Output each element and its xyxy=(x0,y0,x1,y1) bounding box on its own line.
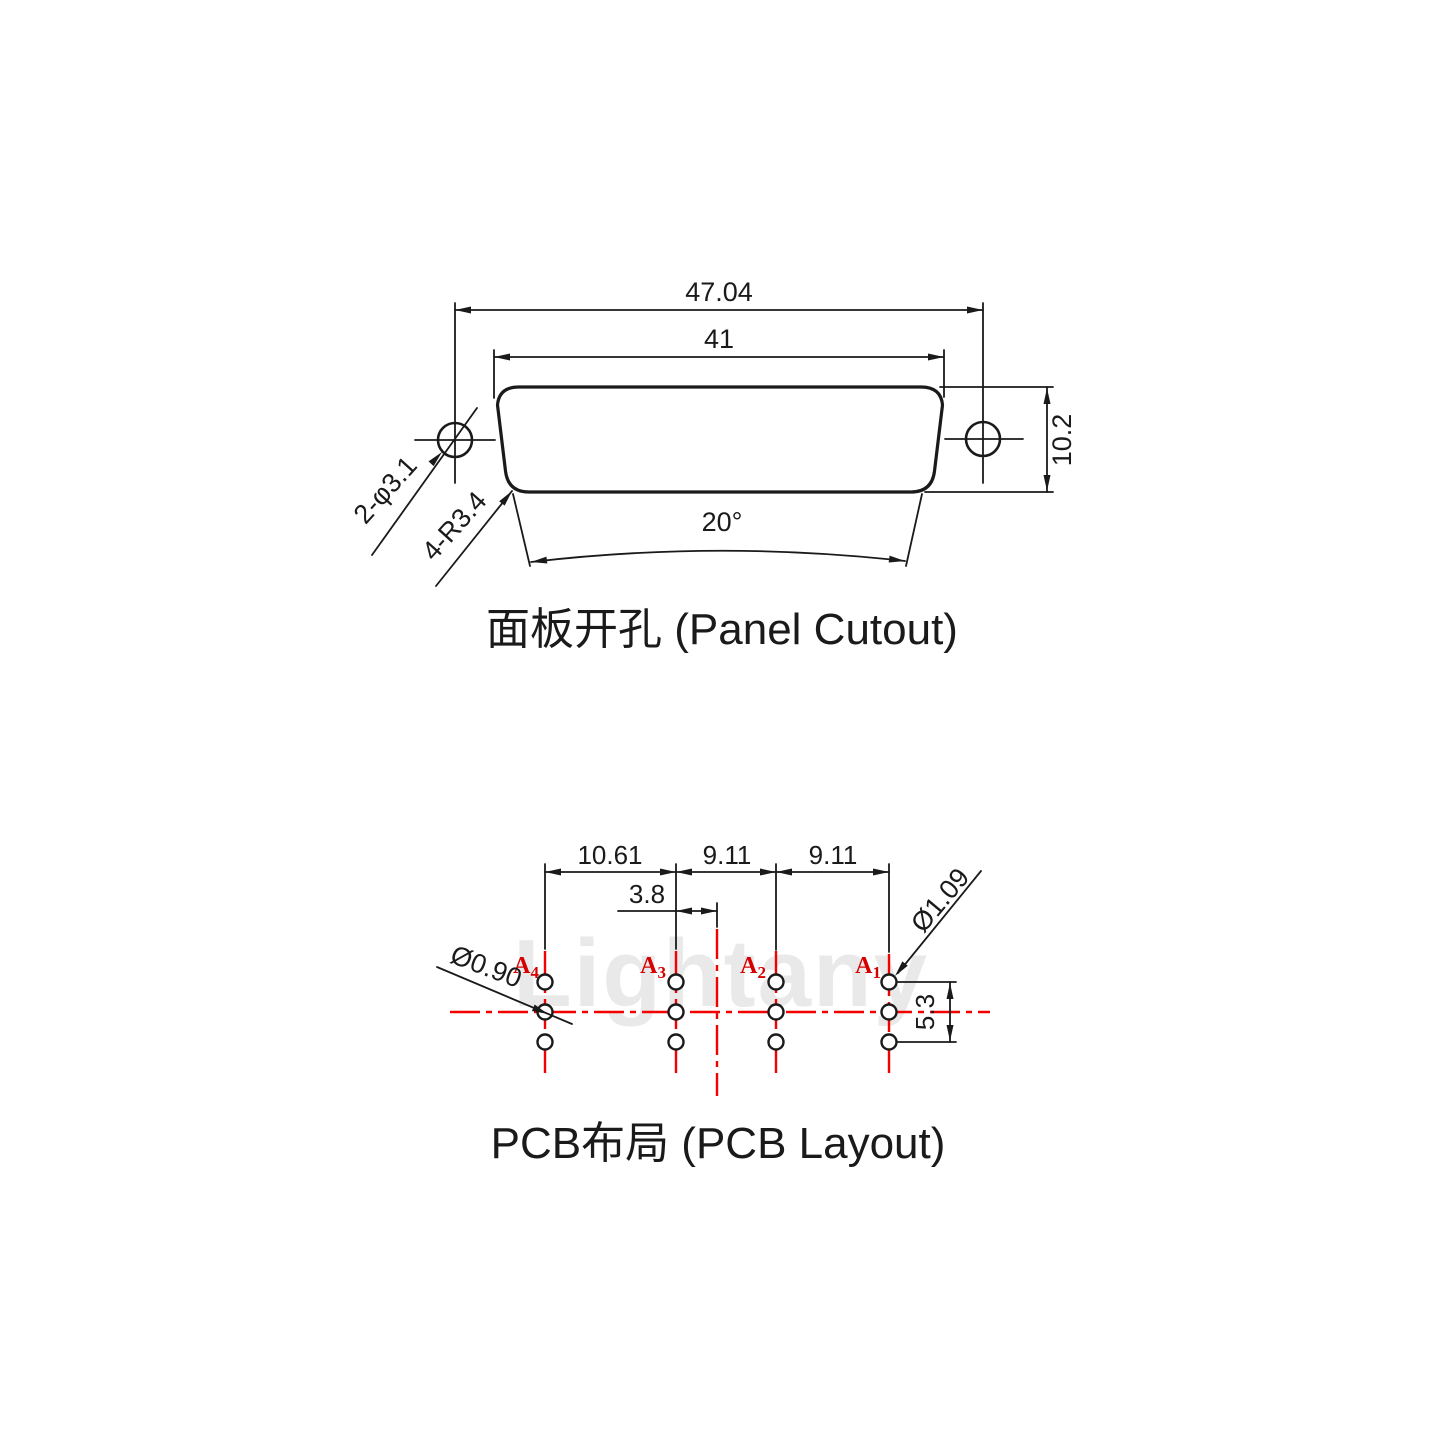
dim-arrow xyxy=(873,868,889,876)
dim-arrow xyxy=(494,353,510,361)
pad-subscript: 3 xyxy=(658,963,667,982)
dim-arrow xyxy=(967,306,983,314)
dim-arrow xyxy=(531,556,548,564)
dim-value-center-offset: 3.8 xyxy=(629,879,665,909)
dim-arrow xyxy=(1043,388,1051,404)
dim-value-mount-holes: 2-φ3.1 xyxy=(348,451,423,530)
dim-arrow xyxy=(776,868,792,876)
pad-hole xyxy=(667,1033,685,1051)
pad-hole xyxy=(767,1003,785,1021)
pad-letter: A xyxy=(855,953,873,979)
mount-hole-right xyxy=(944,420,1024,458)
pad-letter: A xyxy=(740,953,758,979)
dim-outer-width: 47.04 xyxy=(454,277,984,484)
watermark-text: Lightany xyxy=(513,920,929,1027)
pad-label-a2: A2 xyxy=(740,953,766,982)
pad-hole xyxy=(536,1033,554,1051)
pad-holes xyxy=(536,973,898,1051)
dim-inner-width: 41 xyxy=(493,324,945,399)
panel-cutout-shape xyxy=(495,385,945,494)
pad-label-a1: A1 xyxy=(855,953,881,982)
dim-value-pitch-a3-a2: 9.11 xyxy=(703,840,752,870)
dim-arrow xyxy=(928,353,944,361)
dim-value-side-angle: 20° xyxy=(702,507,743,537)
leader-arrow xyxy=(895,961,908,976)
dim-value-height: 10.2 xyxy=(1047,414,1077,467)
pad-hole xyxy=(880,1003,898,1021)
pad-subscript: 2 xyxy=(758,963,767,982)
pad-letter: A xyxy=(513,953,531,979)
leader-line xyxy=(897,870,982,974)
dim-arrow xyxy=(545,868,561,876)
dim-row-span: 5.3 xyxy=(897,981,957,1043)
panel-cutout-diagram: 47.04 41 2-φ3.1 xyxy=(348,277,1077,654)
leader-arrow xyxy=(531,1004,548,1014)
extension-line xyxy=(512,493,531,567)
pad-hole xyxy=(536,973,554,991)
pad-hole xyxy=(667,973,685,991)
dim-arrow xyxy=(676,868,692,876)
dim-arrow xyxy=(455,306,471,314)
pad-letter: A xyxy=(640,953,658,979)
pad-label-a4: A4 xyxy=(513,953,539,982)
leader-arrow xyxy=(499,491,512,506)
leader-arrow xyxy=(428,452,442,467)
pad-hole xyxy=(667,1003,685,1021)
dim-height: 10.2 xyxy=(924,386,1077,493)
dim-arrow xyxy=(760,868,776,876)
dim-arrow xyxy=(676,907,692,915)
dim-value-signal-hole-dia: Ø1.09 xyxy=(905,862,975,938)
dim-arrow xyxy=(946,983,954,999)
dim-value-outer-width: 47.04 xyxy=(685,277,753,307)
panel-cutout-caption: 面板开孔 (Panel Cutout) xyxy=(486,605,958,654)
dim-value-row-span: 5.3 xyxy=(910,994,940,1030)
pad-subscript: 4 xyxy=(531,963,540,982)
angle-arc xyxy=(530,549,906,563)
dim-arrow xyxy=(701,907,717,915)
dim-value-pitch-a2-a1: 9.11 xyxy=(809,840,858,870)
pad-subscript: 1 xyxy=(873,963,882,982)
leader-line xyxy=(371,407,478,556)
dim-value-corner-radius: 4-R3.4 xyxy=(416,486,493,566)
dim-pitch-chain: 10.61 9.11 9.11 xyxy=(544,840,890,953)
pad-hole xyxy=(767,973,785,991)
leader-line xyxy=(436,966,573,1025)
dim-center-offset: 3.8 xyxy=(617,879,718,928)
pcb-layout-caption: PCB布局 (PCB Layout) xyxy=(491,1119,946,1168)
dim-corner-radius: 4-R3.4 xyxy=(416,486,513,587)
pad-hole xyxy=(880,1033,898,1051)
dim-arrow xyxy=(946,1025,954,1041)
dim-arrow xyxy=(888,555,905,563)
pad-labels: A4 A3 A2 A1 xyxy=(513,953,881,982)
pad-label-a3: A3 xyxy=(640,953,666,982)
pad-hole xyxy=(767,1033,785,1051)
dim-arrow xyxy=(660,868,676,876)
dim-value-pitch-a4-a3: 10.61 xyxy=(577,840,642,870)
dim-arrow xyxy=(1043,475,1051,491)
pad-hole xyxy=(880,973,898,991)
dim-side-angle: 20° xyxy=(512,493,923,567)
extension-line xyxy=(905,493,923,567)
mount-hole-left: 2-φ3.1 xyxy=(348,407,496,556)
dim-value-inner-width: 41 xyxy=(704,324,734,354)
leader-line xyxy=(435,490,513,587)
